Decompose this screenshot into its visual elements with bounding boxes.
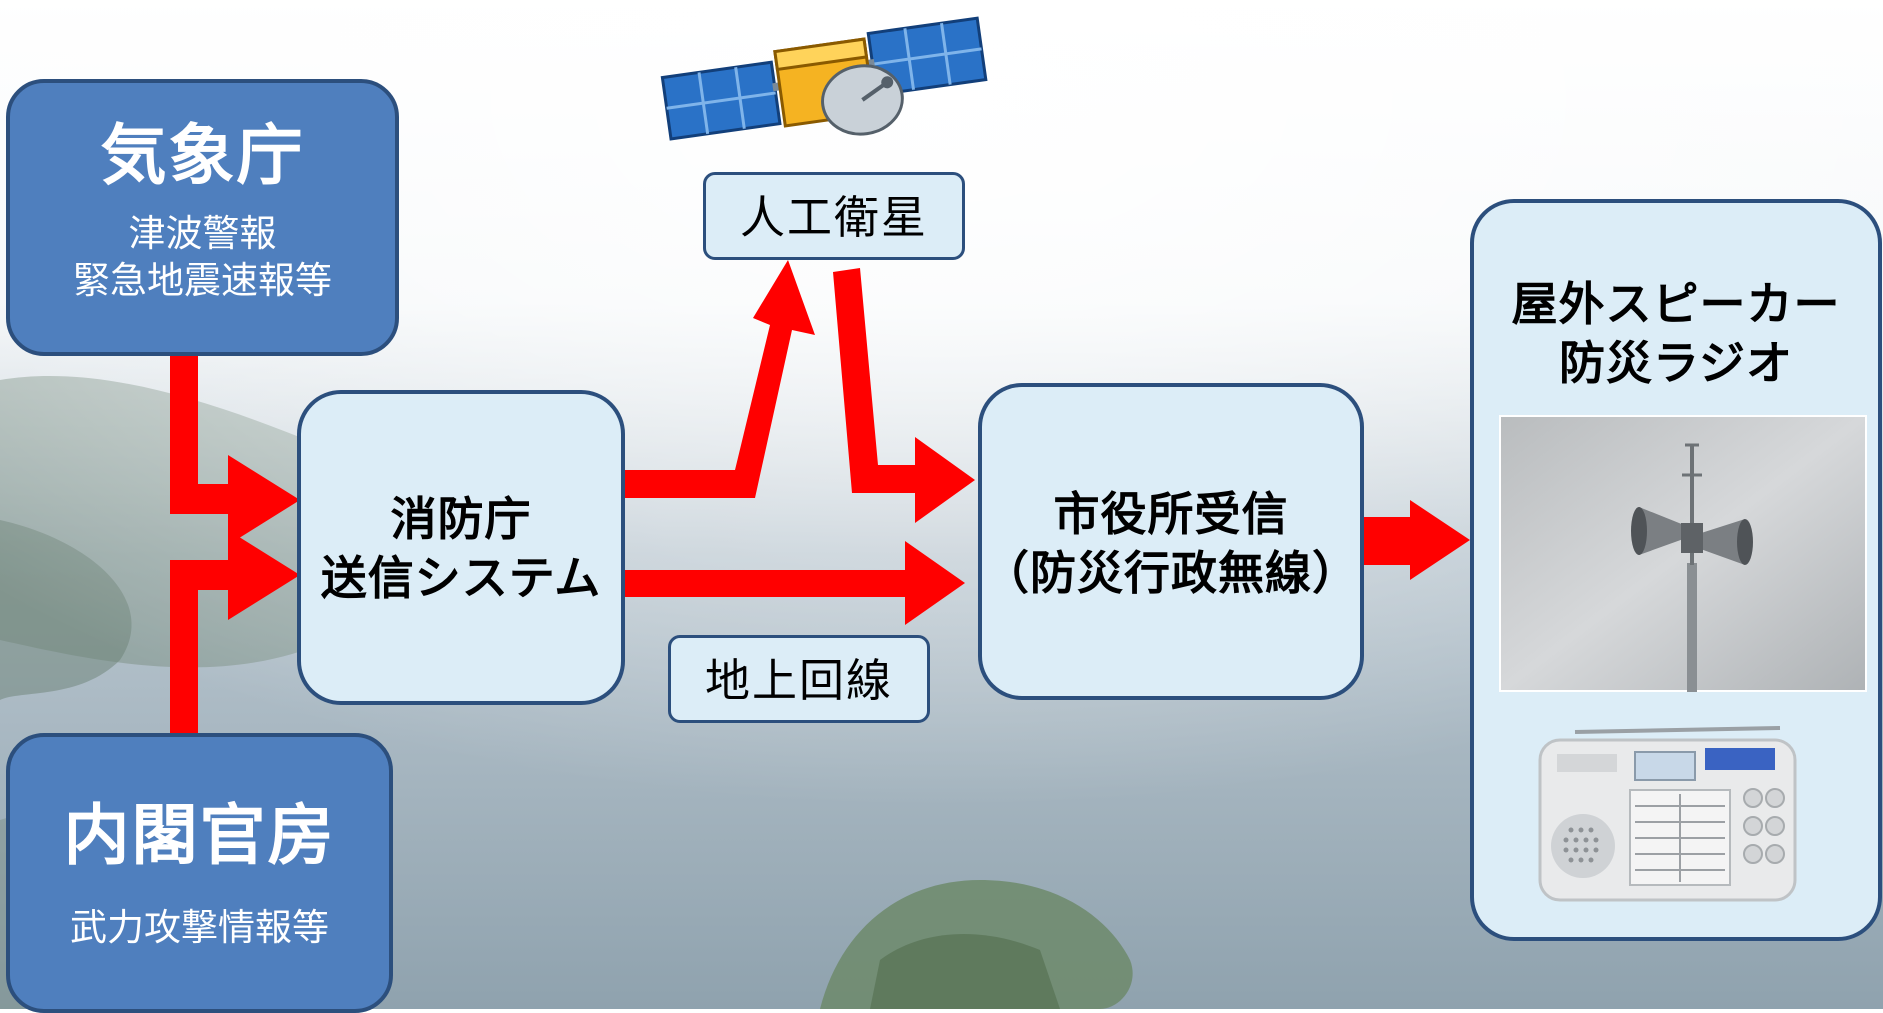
jma-line-2: 緊急地震速報等: [73, 258, 332, 302]
cabinet-box: 内閣官房 武力攻撃情報等: [6, 733, 393, 1013]
outdoor-speaker-photo: [1499, 415, 1867, 692]
ground-line-label-box: 地上回線: [668, 635, 930, 723]
fdma-line-1: 消防庁: [390, 492, 532, 546]
outputs-line-2: 防災ラジオ: [1558, 335, 1794, 390]
fdma-box: 消防庁 送信システム: [297, 390, 625, 705]
disaster-radio-photo: [1538, 726, 1797, 902]
satellite-label: 人工衛星: [739, 191, 928, 244]
ground-line-label: 地上回線: [704, 654, 893, 707]
satellite-icon: [660, 16, 988, 141]
jma-line-1: 津波警報: [128, 212, 277, 255]
jma-title: 気象庁: [100, 117, 305, 194]
jma-box: 気象庁 津波警報 緊急地震速報等: [6, 79, 399, 356]
cityhall-box: 市役所受信 （防災行政無線）: [978, 383, 1364, 700]
cabinet-line-1: 武力攻撃情報等: [70, 906, 329, 949]
cityhall-line-2: （防災行政無線）: [983, 545, 1359, 600]
cabinet-title: 内閣官房: [63, 797, 336, 874]
fdma-line-2: 送信システム: [320, 550, 602, 605]
outputs-line-1: 屋外スピーカー: [1511, 277, 1841, 331]
cityhall-line-1: 市役所受信: [1053, 487, 1289, 541]
satellite-label-box: 人工衛星: [703, 172, 965, 260]
